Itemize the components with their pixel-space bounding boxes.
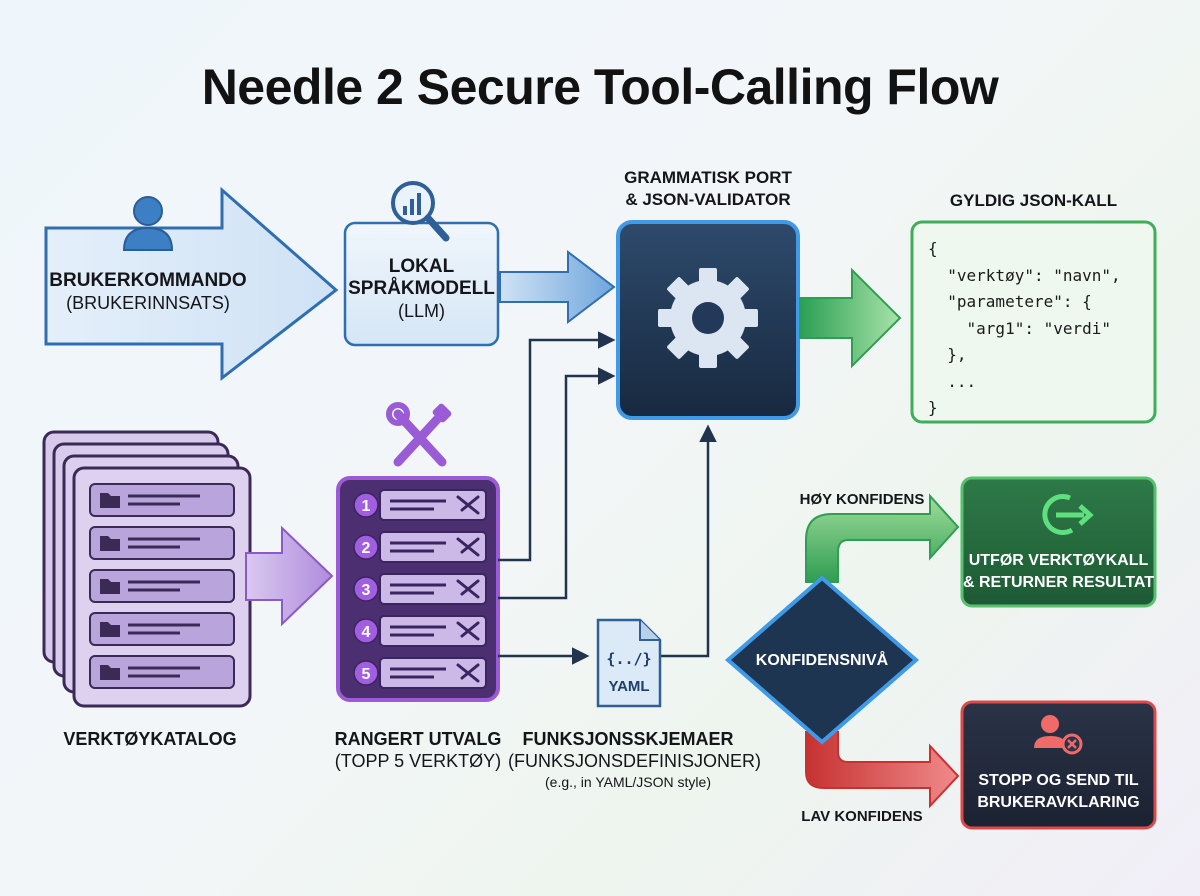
folder-icon (100, 493, 120, 508)
user-command-title: BRUKERKOMMANDO (49, 270, 247, 291)
user-command-label: BRUKERKOMMANDO (BRUKERINNSATS) (48, 270, 248, 314)
high-confidence-path (805, 493, 960, 583)
local-model-title-2: SPRÅKMODELL (348, 278, 495, 299)
yaml-file-symbol: {../} (606, 650, 652, 668)
schema-to-port-line (660, 424, 717, 658)
catalog-row (89, 526, 235, 560)
ranked-row: 1 (353, 489, 487, 521)
page-title: Needle 2 Secure Tool-Calling Flow (201, 59, 999, 115)
ranked-selection-label: RANGERT UTVALG (TOPP 5 VERKTØY) (315, 728, 521, 772)
catalog-row (89, 569, 235, 603)
ranked-to-port-line-1 (498, 331, 616, 562)
function-schemas-note: (e.g., in YAML/JSON style) (545, 774, 711, 790)
grammar-port-label: GRAMMATISK PORT & JSON-VALIDATOR (590, 167, 826, 211)
ranked-row: 3 (353, 573, 487, 605)
catalog-row (89, 612, 235, 646)
stop-box (960, 700, 1157, 830)
user-command-arrow (44, 186, 339, 382)
ranked-number: 2 (362, 540, 371, 557)
ranked-row: 5 (353, 657, 487, 689)
stop-label: STOPP OG SEND TIL BRUKERAVKLARING (962, 770, 1155, 814)
ranked-number: 3 (362, 582, 371, 599)
catalog-to-ranked-arrow (245, 525, 334, 627)
execute-box (960, 476, 1157, 608)
grammar-port-title-1: GRAMMATISK PORT (624, 168, 792, 187)
confidence-label: KONFIDENSNIVÅ (755, 652, 889, 669)
local-model-title-1: LOKAL (388, 256, 455, 277)
execute-title-1: UTFØR VERKTØYKALL (968, 552, 1149, 569)
ranked-row: 4 (353, 615, 487, 647)
low-confidence-label: LAV KONFIDENS (801, 808, 923, 825)
low-confidence-path (805, 731, 960, 809)
folder-icon (100, 579, 120, 594)
catalog-row (89, 655, 235, 689)
function-schemas-sub: (FUNKSJONSDEFINISJONER) (508, 751, 762, 771)
json-code: { "verktøy": "navn", "parametere": { "ar… (928, 239, 1121, 417)
ranked-number: 1 (362, 498, 371, 515)
ranked-number: 4 (362, 624, 371, 641)
catalog-row (89, 483, 235, 517)
ranked-selection-title: RANGERT UTVALG (334, 729, 502, 749)
folder-icon (100, 665, 120, 680)
confidence-diamond (724, 575, 920, 745)
ranked-selection-sub: (TOPP 5 VERKTØY) (334, 751, 502, 771)
function-schemas-title: FUNKSJONSSKJEMAER (522, 729, 734, 749)
gear-icon (658, 268, 758, 368)
user-icon (122, 196, 174, 251)
chart-magnifier-icon (391, 181, 450, 242)
tool-catalog-label: VERKTØYKATALOG (63, 729, 237, 749)
folder-icon (100, 622, 120, 637)
stop-title-1: STOPP OG SEND TIL (978, 772, 1139, 789)
ranked-row: 2 (353, 531, 487, 563)
user-block-icon (1034, 715, 1083, 755)
json-call-box (910, 220, 1157, 424)
execute-label: UTFØR VERKTØYKALL & RETURNER RESULTAT (962, 550, 1155, 594)
high-confidence-label: HØY KONFIDENS (799, 491, 925, 508)
yaml-file-label: YAML (608, 678, 650, 695)
ranked-to-port-line-2 (498, 367, 616, 600)
folder-icon (100, 536, 120, 551)
llm-to-port-arrow (499, 249, 616, 325)
stop-title-2: BRUKERAVKLARING (977, 794, 1140, 811)
tools-icon (386, 402, 452, 467)
execute-arrow-icon (1042, 494, 1094, 535)
local-model-sub: (LLM) (397, 301, 445, 321)
port-to-json-arrow (799, 267, 902, 369)
ranked-number: 5 (362, 666, 371, 683)
function-schemas-label: FUNKSJONSSKJEMAER (FUNKSJONSDEFINISJONER… (508, 728, 762, 792)
execute-title-2: & RETURNER RESULTAT (962, 574, 1155, 591)
local-model-label: LOKAL SPRÅKMODELL (LLM) (345, 256, 498, 322)
valid-json-label: GYLDIG JSON-KALL (949, 191, 1118, 210)
user-command-sub: (BRUKERINNSATS) (66, 293, 230, 313)
yaml-file-icon (596, 618, 662, 708)
grammar-port-title-2: & JSON-VALIDATOR (625, 190, 791, 209)
